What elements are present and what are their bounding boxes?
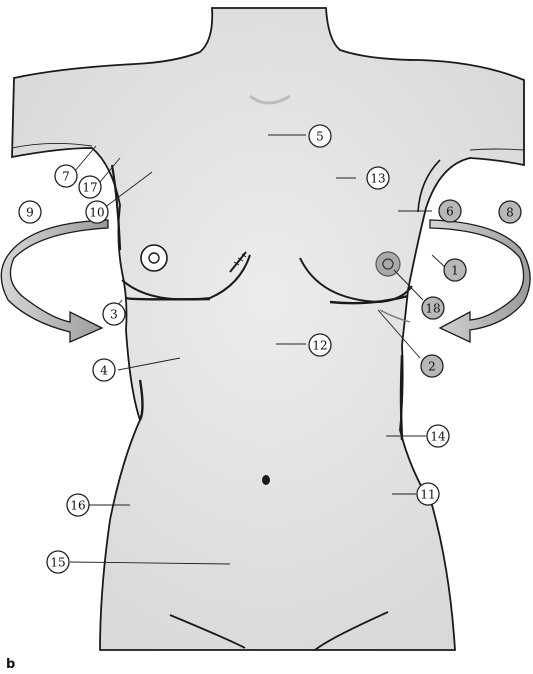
callout-number: 6 — [446, 205, 454, 219]
callout-16: 16 — [67, 494, 89, 516]
callout-10: 10 — [86, 201, 108, 223]
callout-2: 2 — [421, 355, 443, 377]
callout-number: 14 — [430, 430, 446, 444]
navel — [262, 475, 270, 485]
callout-3: 3 — [103, 303, 125, 325]
right-waist-line — [401, 355, 402, 440]
left-inframammary-line — [126, 298, 210, 299]
callout-5: 5 — [309, 125, 331, 147]
callout-15: 15 — [47, 551, 69, 573]
callout-number: 8 — [506, 206, 514, 220]
callout-number: 10 — [89, 206, 104, 220]
callout-number: 9 — [26, 206, 34, 220]
callout-1: 1 — [444, 259, 466, 281]
callout-number: 2 — [428, 360, 436, 374]
callout-6: 6 — [439, 200, 461, 222]
right-rotation-arrow — [430, 220, 530, 342]
callout-14: 14 — [427, 425, 449, 447]
callout-12: 12 — [309, 334, 331, 356]
callout-number: 13 — [370, 172, 385, 186]
callout-13: 13 — [367, 167, 389, 189]
callout-number: 18 — [425, 302, 440, 316]
callout-number: 17 — [82, 181, 97, 195]
callout-7: 7 — [55, 165, 77, 187]
callout-number: 11 — [420, 488, 435, 502]
callout-number: 15 — [50, 556, 65, 570]
callout-8: 8 — [499, 201, 521, 223]
panel-label: b — [6, 657, 15, 672]
callout-number: 12 — [312, 339, 327, 353]
left-rotation-arrow — [1, 220, 108, 342]
callout-number: 4 — [100, 364, 108, 378]
callout-17: 17 — [79, 176, 101, 198]
callout-4: 4 — [93, 359, 115, 381]
callout-9: 9 — [19, 201, 41, 223]
callout-number: 7 — [62, 170, 70, 184]
callout-18: 18 — [422, 297, 444, 319]
callout-number: 5 — [316, 130, 324, 144]
callout-11: 11 — [417, 483, 439, 505]
callout-number: 3 — [110, 308, 118, 322]
callout-number: 16 — [70, 499, 85, 513]
left-areola — [141, 245, 167, 271]
callout-number: 1 — [451, 264, 459, 278]
